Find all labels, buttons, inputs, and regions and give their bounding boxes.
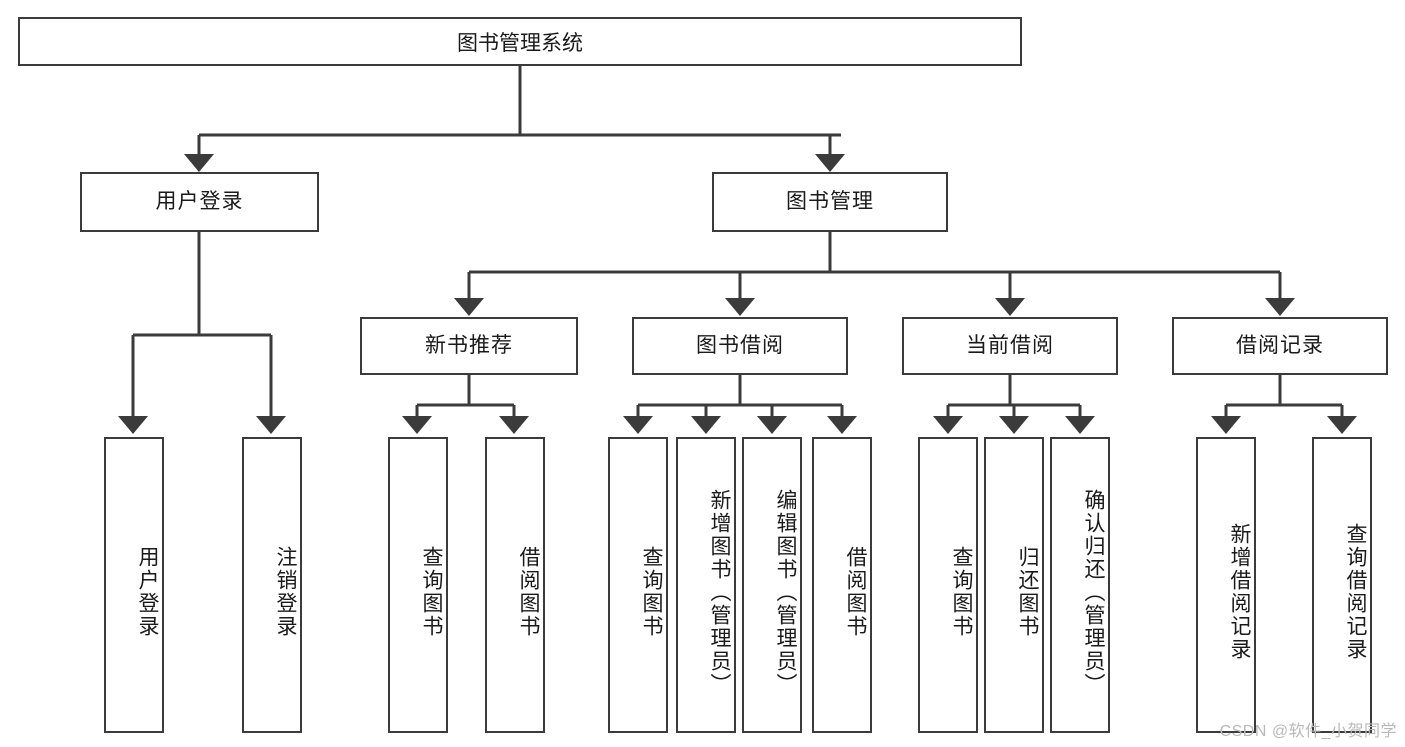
leaf-label: 确认归还（管理员）	[1082, 488, 1105, 696]
leaf-label: 查询图书	[640, 546, 663, 638]
node-borrow-record[interactable]: 借阅记录	[1172, 317, 1388, 375]
leaf-label: 注销登录	[274, 546, 297, 638]
node-book-manage-label: 图书管理	[786, 190, 874, 214]
leaf-label: 查询借阅记录	[1344, 523, 1367, 661]
node-root-label: 图书管理系统	[457, 31, 583, 55]
node-current-borrow-label: 当前借阅	[966, 334, 1054, 358]
leaf-new-book-recommend-2[interactable]: 借阅图书	[485, 437, 545, 733]
node-current-borrow[interactable]: 当前借阅	[902, 317, 1118, 375]
leaf-label: 用户登录	[136, 546, 159, 638]
leaf-book-borrow-4[interactable]: 借阅图书	[812, 437, 872, 733]
node-user-login[interactable]: 用户登录	[80, 172, 319, 232]
leaf-user-login-2[interactable]: 注销登录	[242, 437, 302, 733]
leaf-borrow-record-2[interactable]: 查询借阅记录	[1312, 437, 1372, 733]
leaf-book-borrow-1[interactable]: 查询图书	[608, 437, 668, 733]
leaf-label: 借阅图书	[844, 546, 867, 638]
leaf-current-borrow-1[interactable]: 查询图书	[918, 437, 978, 733]
leaf-borrow-record-1[interactable]: 新增借阅记录	[1196, 437, 1256, 733]
leaf-label: 新增图书（管理员）	[708, 488, 731, 696]
leaf-book-borrow-3[interactable]: 编辑图书（管理员）	[742, 437, 802, 733]
node-book-borrow[interactable]: 图书借阅	[632, 317, 848, 375]
leaf-book-borrow-2[interactable]: 新增图书（管理员）	[676, 437, 736, 733]
leaf-label: 编辑图书（管理员）	[774, 488, 797, 696]
leaf-current-borrow-3[interactable]: 确认归还（管理员）	[1050, 437, 1110, 733]
leaf-label: 查询图书	[420, 546, 443, 638]
watermark: CSDN @软件_小贺同学	[1219, 723, 1397, 740]
leaf-label: 查询图书	[950, 546, 973, 638]
node-book-borrow-label: 图书借阅	[696, 334, 784, 358]
node-new-book-recommend-label: 新书推荐	[425, 334, 513, 358]
leaf-user-login-1[interactable]: 用户登录	[104, 437, 164, 733]
leaf-label: 新增借阅记录	[1228, 523, 1251, 661]
leaf-label: 借阅图书	[517, 546, 540, 638]
leaf-new-book-recommend-1[interactable]: 查询图书	[388, 437, 448, 733]
node-user-login-label: 用户登录	[155, 190, 244, 214]
node-borrow-record-label: 借阅记录	[1236, 334, 1324, 358]
node-book-manage[interactable]: 图书管理	[712, 172, 948, 232]
leaf-current-borrow-2[interactable]: 归还图书	[984, 437, 1044, 733]
node-new-book-recommend[interactable]: 新书推荐	[360, 317, 578, 375]
leaf-label: 归还图书	[1016, 546, 1039, 638]
node-root[interactable]: 图书管理系统	[18, 17, 1022, 66]
